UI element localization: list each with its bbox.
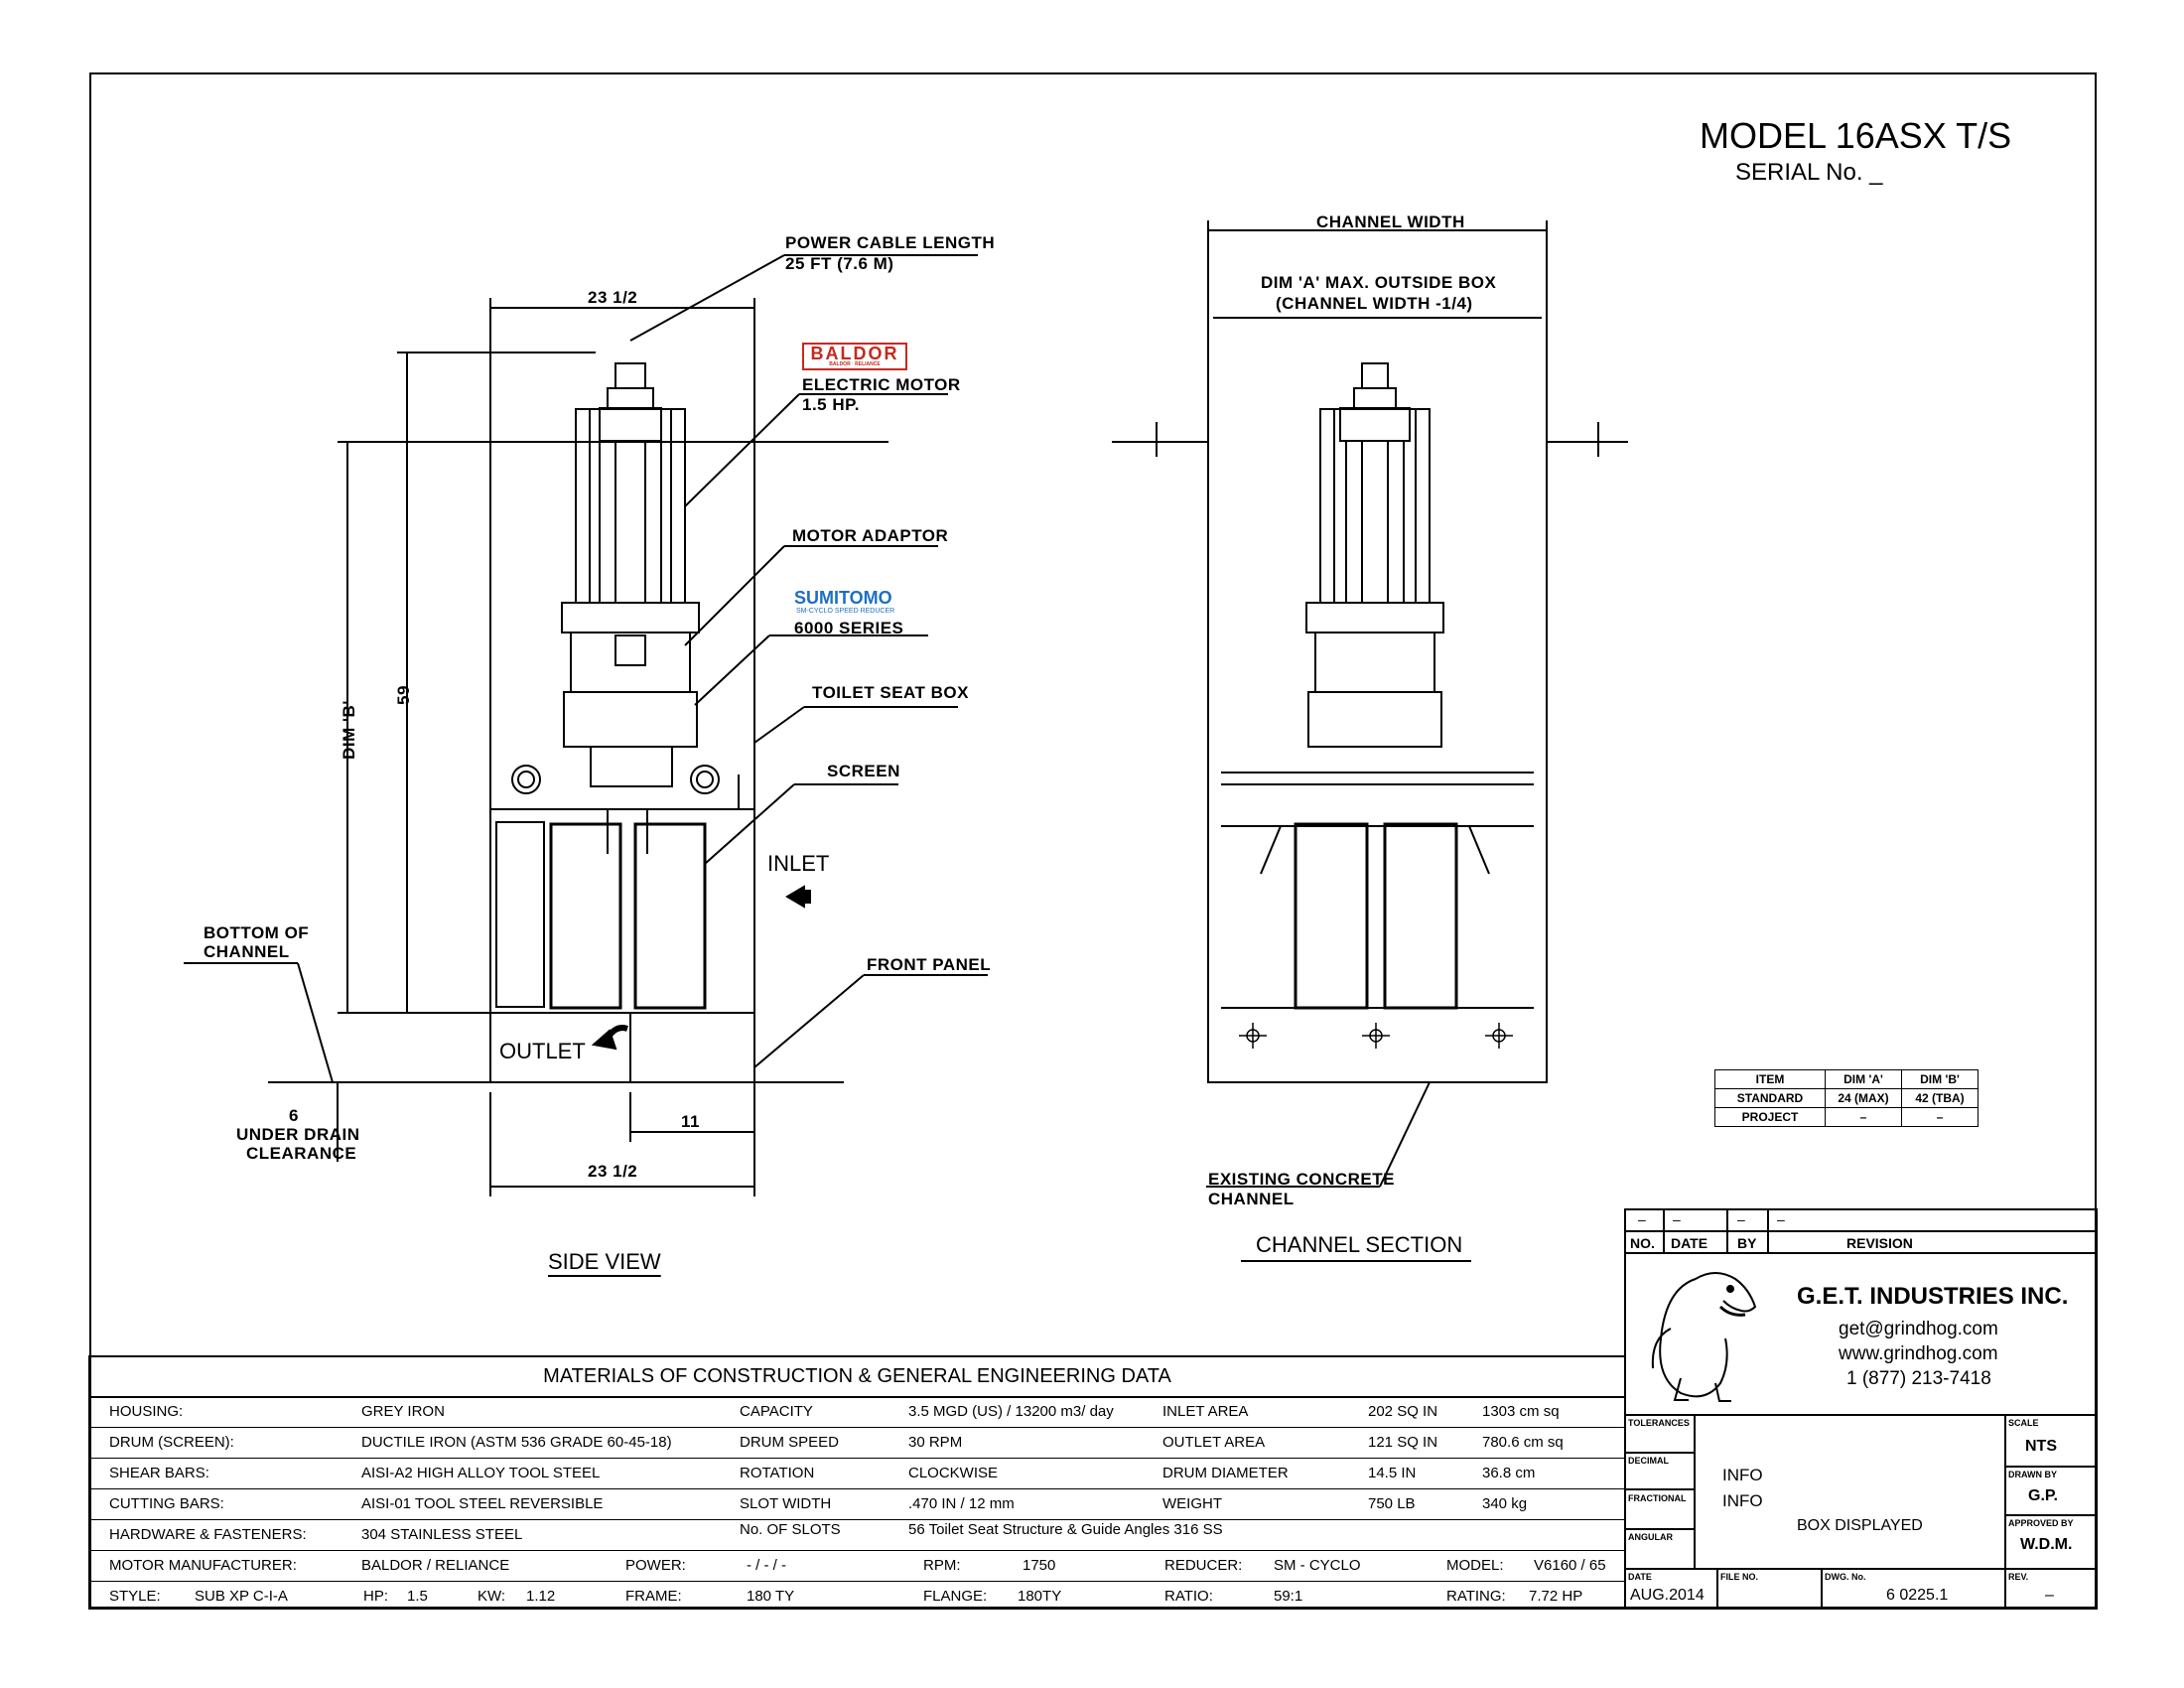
side-view-drawing [184,254,988,1196]
series-label: 6000 SERIES [794,619,904,637]
dim-table-header: DIM 'A' [1825,1069,1902,1089]
dim-a-note: (CHANNEL WIDTH -1/4) [1276,294,1473,313]
info-1: INFO [1722,1466,1763,1484]
motor-adaptor-label: MOTOR ADAPTOR [792,526,949,545]
model-title: MODEL 16ASX T/S [1700,115,2012,156]
dwg-no-value: 6 0225.1 [1886,1587,1949,1604]
dim-table-cell: 24 (MAX) [1825,1088,1902,1108]
channel-section-title: CHANNEL SECTION [1256,1232,1463,1257]
table-row: CUTTING BARS:AISI-01 TOOL STEEL REVERSIB… [89,1488,1625,1520]
company-name: G.E.T. INDUSTRIES INC. [1797,1283,2069,1310]
drawn-by-value: G.P. [2028,1487,2058,1504]
revision-mark: – [1638,1211,1646,1227]
scale-value: NTS [2025,1438,2057,1455]
materials-title: MATERIALS OF CONSTRUCTION & GENERAL ENGI… [89,1356,1625,1398]
toilet-seat-box-label: TOILET SEAT BOX [812,683,969,702]
revision-mark: – [1673,1211,1681,1227]
sumitomo-logo: SUMITOMO [794,588,892,608]
dim-b-label: DIM 'B' [339,700,358,760]
dim-table-header: DIM 'B' [1901,1069,1979,1089]
bottom-channel-label-2: CHANNEL [204,942,290,961]
screen-label: SCREEN [827,762,900,780]
dim-a-label: DIM 'A' MAX. OUTSIDE BOX [1261,273,1497,292]
drain-label-1: UNDER DRAIN [236,1125,360,1144]
side-view-title: SIDE VIEW [548,1249,661,1274]
dim-bottom-width: 23 1/2 [588,1162,638,1181]
electric-motor-label: ELECTRIC MOTOR [802,375,961,394]
drain-dim: 6 [289,1106,299,1125]
outlet-label: OUTLET [499,1039,586,1063]
dim-table-cell: PROJECT [1714,1107,1826,1127]
inlet-label: INLET [767,851,830,876]
front-panel-label: FRONT PANEL [867,955,992,974]
dim-top-width: 23 1/2 [588,288,638,307]
sumitomo-subtitle: SM-CYCLO SPEED REDUCER [796,608,895,615]
dim-11: 11 [681,1112,700,1131]
dim-table-header: ITEM [1714,1069,1826,1089]
table-row: DRUM (SCREEN):DUCTILE IRON (ASTM 536 GRA… [89,1427,1625,1459]
company-web: www.grindhog.com [1839,1343,1998,1364]
dim-table-cell: STANDARD [1714,1088,1826,1108]
power-cable-length: 25 FT (7.6 M) [785,254,894,273]
electric-motor-hp: 1.5 HP. [802,395,861,414]
revision-header-date: DATE [1671,1235,1708,1251]
dim-table-cell: – [1825,1107,1902,1127]
title-block-lines [1624,1208,2098,1610]
materials-table-border [88,1355,1626,1610]
date-label: DATE [1628,1572,1652,1582]
fractional-label: FRACTIONAL [1628,1493,1687,1503]
company-email: get@grindhog.com [1839,1319,1998,1339]
channel-section-drawing [1112,220,1628,1188]
table-row: HARDWARE & FASTENERS:304 STAINLESS STEEL… [89,1519,1625,1551]
info-2: INFO [1722,1491,1763,1510]
dim-59: 59 [393,685,413,705]
dwg-no-label: DWG. No. [1825,1572,1866,1582]
file-no-label: FILE NO. [1720,1572,1758,1582]
rev-label: REV. [2008,1572,2029,1582]
grindhog-logo-icon [1651,1272,1757,1402]
channel-width-label: CHANNEL WIDTH [1316,212,1465,231]
box-displayed: BOX DISPLAYED [1797,1517,1923,1534]
approved-by-value: W.D.M. [2020,1536,2073,1553]
revision-header-no: NO. [1630,1235,1655,1251]
approved-by-label: APPROVED BY [2008,1518,2074,1528]
drain-label-2: CLEARANCE [246,1144,357,1163]
dim-table-cell: – [1901,1107,1979,1127]
serial-number: SERIAL No. _ [1735,159,1883,186]
rev-value: – [2045,1587,2054,1604]
revision-header-by: BY [1737,1235,1757,1251]
revision-mark: – [1737,1211,1745,1227]
dim-table-cell: 42 (TBA) [1901,1088,1979,1108]
angular-label: ANGULAR [1628,1532,1673,1542]
company-phone: 1 (877) 213-7418 [1846,1368,1991,1389]
power-cable-label: POWER CABLE LENGTH [785,233,996,252]
drawn-by-label: DRAWN BY [2008,1470,2057,1479]
tolerances-label: TOLERANCES [1628,1418,1690,1428]
scale-label: SCALE [2008,1418,2039,1428]
concrete-label-2: CHANNEL [1208,1190,1295,1208]
table-row: SHEAR BARS:AISI-A2 HIGH ALLOY TOOL STEEL… [89,1458,1625,1489]
concrete-label-1: EXISTING CONCRETE [1208,1170,1395,1189]
revision-mark: – [1777,1211,1785,1227]
decimal-label: DECIMAL [1628,1456,1669,1466]
bottom-channel-label-1: BOTTOM OF [204,923,310,942]
date-value: AUG.2014 [1630,1587,1705,1604]
revision-header-revision: REVISION [1846,1235,1913,1251]
